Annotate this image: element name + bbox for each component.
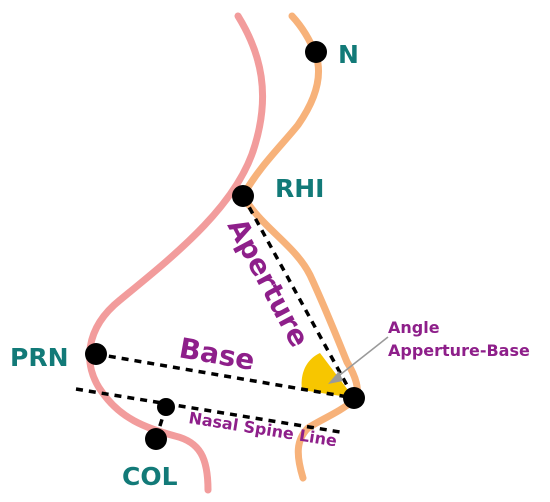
base-line — [95, 352, 355, 400]
angle-annotation-line1: Angle — [388, 318, 440, 337]
label-aperture: Aperture — [221, 213, 316, 353]
angle-pointer-line — [335, 336, 389, 379]
label-rhi: RHI — [275, 174, 324, 203]
landmark-rhi-dot — [232, 185, 254, 207]
angle-wedge — [301, 353, 354, 398]
landmark-prn-dot — [85, 343, 107, 365]
label-prn: PRN — [10, 343, 69, 372]
nasal-spine-dot — [157, 398, 175, 416]
bone-profile-curve — [239, 12, 361, 482]
label-col: COL — [122, 462, 178, 491]
angle-vertex-dot — [343, 387, 365, 409]
landmark-n-dot — [305, 41, 327, 63]
skin-profile-curve — [86, 12, 267, 494]
angle-pointer-arrowhead — [328, 371, 343, 384]
landmark-col-dot — [145, 428, 167, 450]
label-n: N — [338, 40, 359, 69]
angle-annotation-line2: Apperture-Base — [388, 341, 530, 360]
label-nasal-spine-line: Nasal Spine Line — [187, 408, 338, 450]
nasal-spine-line — [75, 387, 341, 434]
